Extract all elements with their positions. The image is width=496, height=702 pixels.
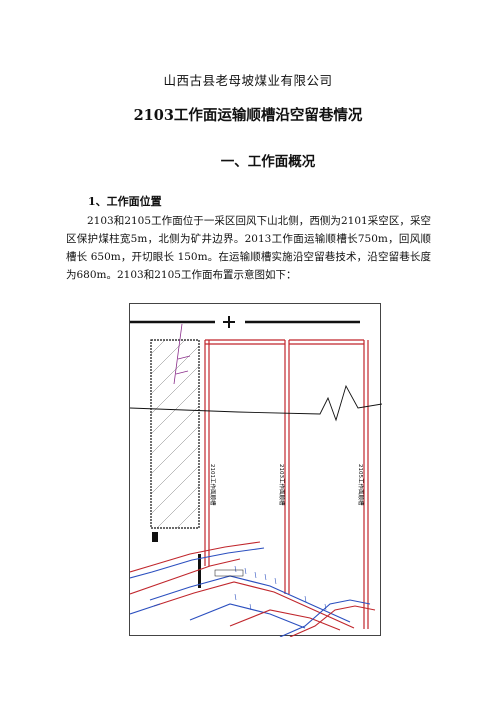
goaf-hatch bbox=[150, 339, 200, 529]
section-line bbox=[130, 384, 382, 422]
annotation-box bbox=[214, 569, 244, 577]
fault-line-1 bbox=[173, 323, 183, 385]
subsection-heading: 1、工作面位置 bbox=[88, 195, 162, 208]
body-paragraph: 2103和2105工作面位于一采区回风下山北侧，西侧为2101采空区，采空区保护… bbox=[66, 215, 431, 281]
panel-outlines bbox=[204, 339, 369, 629]
goaf-area bbox=[150, 339, 200, 529]
company-name: 山西古县老母坡煤业有限公司 bbox=[163, 73, 333, 88]
roadways bbox=[130, 541, 376, 637]
panel-label-2101: 2101工作面顺槽 bbox=[209, 464, 217, 506]
marker-block-1 bbox=[152, 532, 158, 542]
section-heading: 一、工作面概况 bbox=[220, 154, 316, 170]
panel-label-2105: 2105工作面顺槽 bbox=[357, 464, 365, 506]
document-title: 2103工作面运输顺槽沿空留巷情况 bbox=[133, 107, 363, 124]
layout-diagram: 2101工作面顺槽 2103工作面顺槽 2105工作面顺槽 bbox=[129, 303, 382, 637]
layout-drawing: 2101工作面顺槽 2103工作面顺槽 2105工作面顺槽 bbox=[130, 316, 382, 637]
roadway-ticks bbox=[234, 565, 327, 611]
marker-block-2 bbox=[198, 554, 201, 588]
panel-label-2103: 2103工作面顺槽 bbox=[278, 464, 286, 506]
